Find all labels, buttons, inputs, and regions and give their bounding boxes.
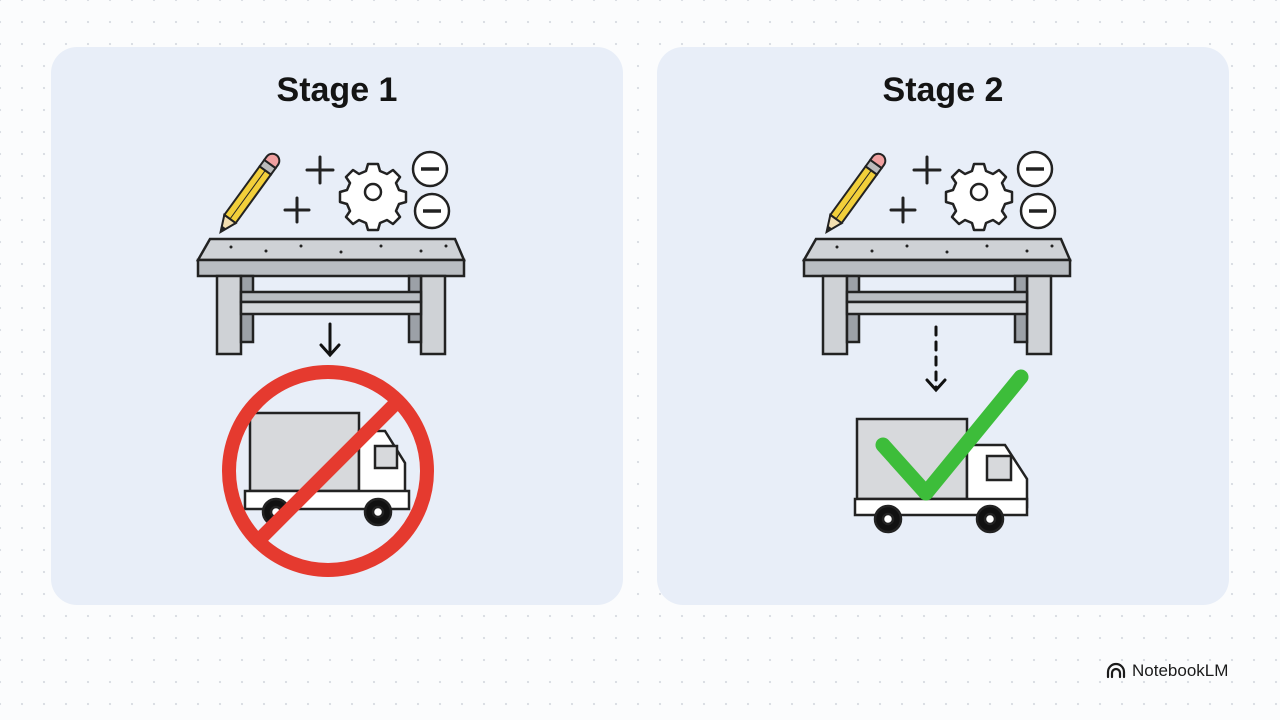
- stage-2-panel: Stage 2: [657, 47, 1229, 605]
- minus-icon: [1019, 192, 1057, 230]
- gear-icon: [944, 162, 1014, 232]
- stage-2-title: Stage 2: [882, 71, 1004, 109]
- workbench-icon: [801, 237, 1072, 356]
- dashed-down-arrow-icon: [925, 325, 947, 393]
- pencil-icon: [219, 152, 281, 234]
- stage-2-illustration: [801, 150, 1072, 534]
- plus-icon: [283, 196, 311, 224]
- stage-1-illustration: [195, 150, 466, 577]
- plus-icon: [889, 196, 917, 224]
- minus-icon: [411, 150, 449, 188]
- brand-name: NotebookLM: [1132, 661, 1229, 680]
- minus-icon: [413, 192, 451, 230]
- checkmark-icon: [875, 369, 1029, 501]
- plus-icon: [912, 155, 942, 185]
- prohibited-icon: [222, 365, 434, 577]
- pencil-icon: [825, 152, 887, 234]
- plus-icon: [305, 155, 335, 185]
- down-arrow-icon: [319, 322, 341, 358]
- brand-watermark: NotebookLM: [1106, 659, 1228, 683]
- workbench-icon: [195, 237, 466, 356]
- stage-1-panel: Stage 1: [51, 47, 623, 605]
- minus-icon: [1016, 150, 1054, 188]
- gear-icon: [338, 162, 408, 232]
- notebooklm-logo-icon: [1106, 662, 1126, 679]
- stage-1-title: Stage 1: [276, 71, 398, 109]
